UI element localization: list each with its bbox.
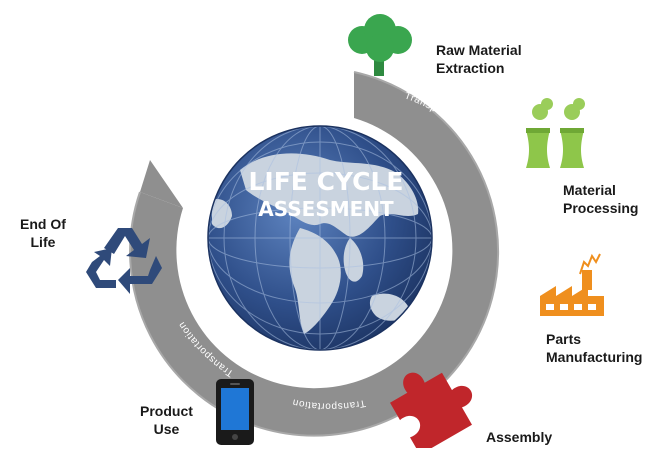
- smartphone-icon: [216, 379, 254, 445]
- stage-label-line2: Extraction: [436, 60, 505, 76]
- stage-label-line1: Product: [140, 403, 193, 419]
- stage-label-line1: Assembly: [486, 429, 553, 445]
- ring-arrow-tail: [140, 160, 183, 208]
- diagram-title-line2: ASSESMENT: [258, 197, 394, 221]
- stage-end-of-life: End Of Life: [20, 215, 66, 251]
- stage-label-line2: Life: [30, 234, 56, 250]
- stage-material-processing: Material Processing: [563, 181, 638, 217]
- recycle-icon: [86, 228, 162, 294]
- puzzle-piece-icon: [390, 372, 473, 453]
- stage-parts-manufacturing: Parts Manufacturing: [546, 330, 642, 366]
- transport-label-4: Transportation: [291, 396, 366, 411]
- stage-label-line2: Use: [153, 421, 180, 437]
- diagram-title-line1: LIFE CYCLE: [248, 167, 403, 196]
- stage-label-line1: End Of: [20, 216, 66, 232]
- factory-towers-icon: [526, 98, 585, 168]
- stage-label-line1: Raw Material: [436, 42, 522, 58]
- stage-label-line2: Manufacturing: [546, 349, 643, 365]
- stage-assembly: Assembly: [486, 428, 552, 446]
- tree-icon: [348, 14, 412, 76]
- factory-icon: [540, 253, 604, 316]
- stage-raw-material-extraction: Raw Material Extraction: [436, 41, 522, 77]
- stage-product-use: Product Use: [140, 402, 193, 438]
- stage-label-line1: Parts: [546, 331, 582, 347]
- globe-icon: [207, 125, 433, 351]
- stage-label-line1: Material: [563, 182, 616, 198]
- transport-label-2: Transportation: [502, 185, 526, 259]
- stage-label-line2: Processing: [563, 200, 639, 216]
